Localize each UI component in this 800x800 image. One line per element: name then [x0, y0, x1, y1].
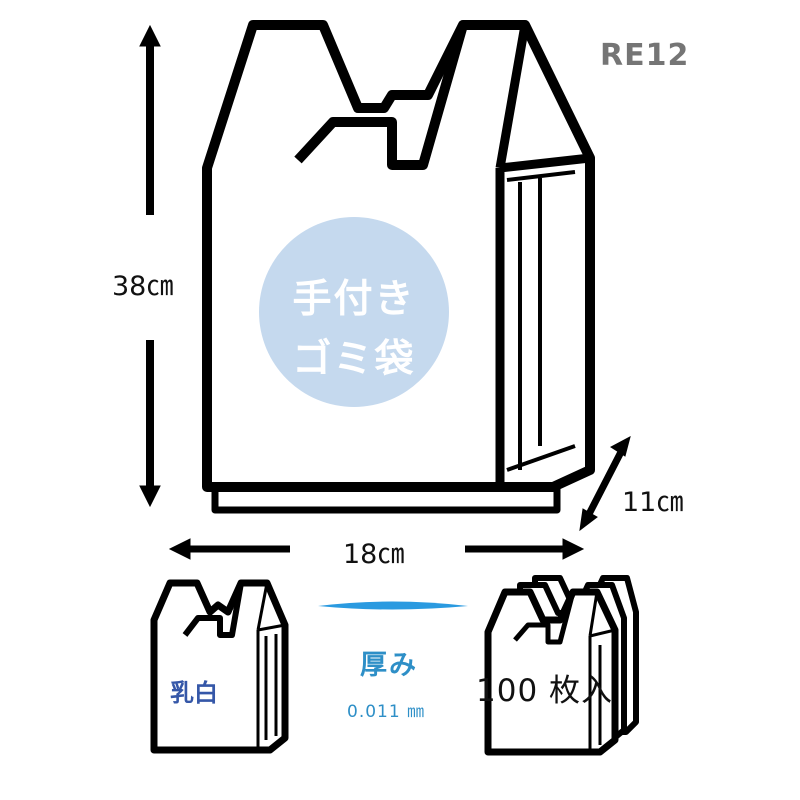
bag-small-illustration: [150, 579, 289, 754]
badge-circle: [259, 217, 449, 407]
height-label: 38㎝: [112, 271, 174, 302]
thickness-value: 0.011 ㎜: [347, 702, 426, 722]
height-arrow: [139, 24, 161, 508]
color-label: 乳白: [170, 679, 218, 707]
product-code: RE12: [600, 38, 690, 73]
quantity-label: 100 枚入: [476, 673, 614, 709]
depth-arrow: [579, 436, 631, 532]
width-arrow: [168, 538, 585, 560]
badge-line-2: ゴミ袋: [292, 337, 416, 382]
width-label: 18㎝: [343, 539, 405, 570]
thickness-line-icon: [318, 601, 468, 610]
depth-label: 11㎝: [622, 487, 684, 518]
badge-line-1: 手付き: [292, 277, 416, 322]
bag-stack-illustration: [484, 575, 639, 756]
thickness-label: 厚み: [360, 650, 418, 681]
